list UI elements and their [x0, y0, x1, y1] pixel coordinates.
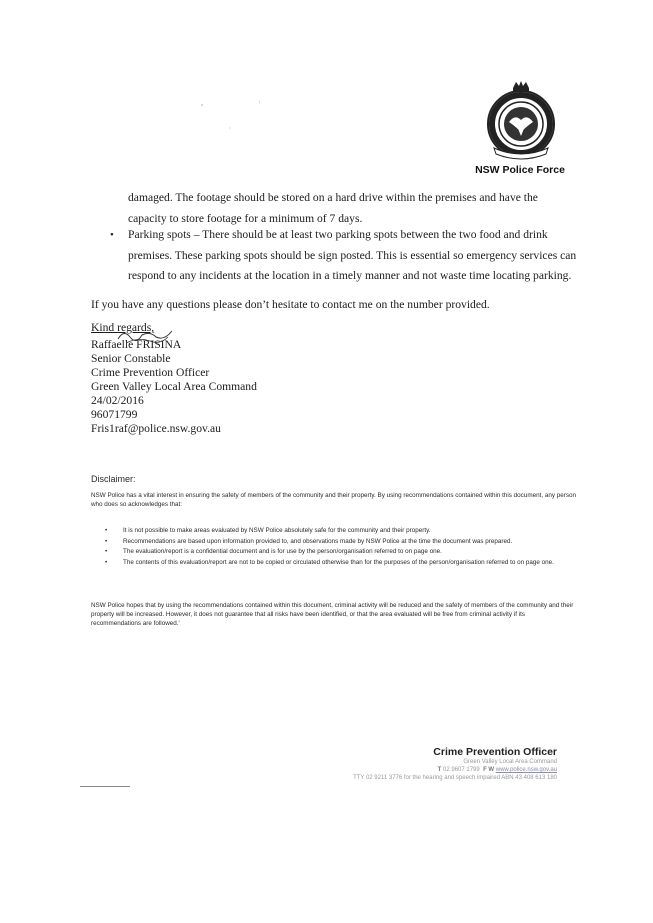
bullet-icon: • [105, 537, 108, 545]
footer-phone-web: T 02 9607 1799 F W www.police.nsw.gov.au [300, 766, 557, 774]
footer-command: Green Valley Local Area Command [463, 759, 557, 765]
phone-label: T [437, 767, 442, 773]
footage-paragraph: damaged. The footage should be stored on… [128, 191, 538, 225]
officer-name: Raffaelle FRISINA [91, 338, 182, 351]
list-item: • The evaluation/report is a confidentia… [105, 548, 575, 557]
disclaimer-item-text: Recommendations are based upon informati… [123, 537, 513, 545]
officer-role: Crime Prevention Officer [91, 366, 210, 379]
officer-phone: 96071799 [91, 408, 138, 421]
disclaimer-intro: NSW Police has a vital interest in ensur… [91, 492, 576, 508]
footer-contact: Crime Prevention Officer Green Valley Lo… [300, 746, 557, 782]
scan-specks [201, 101, 260, 129]
list-item: • Recommendations are based upon informa… [105, 538, 575, 547]
bullet-icon: • [110, 229, 114, 241]
disclaimer-outro: NSW Police hopes that by using the recom… [91, 602, 574, 627]
list-item: • The contents of this evaluation/report… [105, 559, 575, 568]
footer-divider [80, 786, 130, 787]
questions-paragraph: If you have any questions please don’t h… [91, 298, 490, 311]
disclaimer-title: Disclaimer: [91, 474, 136, 484]
disclaimer-item-text: It is not possible to make areas evaluat… [123, 527, 431, 534]
parking-text: Parking spots – There should be at least… [128, 228, 577, 282]
officer-rank: Senior Constable [91, 352, 171, 365]
police-badge-icon [487, 81, 555, 160]
bullet-icon: • [105, 527, 108, 534]
list-item: • It is not possible to make areas evalu… [105, 527, 575, 536]
website-link[interactable]: www.police.nsw.gov.au [495, 767, 557, 773]
handwritten-signature-icon [117, 330, 173, 344]
logo-title: NSW Police Force [475, 164, 565, 176]
disclaimer-item-text: The contents of this evaluation/report a… [123, 558, 554, 566]
phone-value: 02 9607 1799 [443, 767, 480, 773]
nsw-police-logo: NSW Police Force [470, 80, 565, 180]
bullet-icon: • [105, 558, 108, 566]
letter-date: 24/02/2016 [91, 394, 144, 407]
bullet-icon: • [105, 548, 108, 555]
officer-email: Fris1raf@police.nsw.gov.au [91, 422, 221, 435]
signature-block: Kind regards, Raffaelle FRISINA Senior C… [91, 321, 371, 436]
officer-command: Green Valley Local Area Command [91, 380, 257, 393]
footer-tty: TTY 02 9211 3776 for the hearing and spe… [353, 775, 557, 781]
disclaimer-item-text: The evaluation/report is a confidential … [123, 548, 442, 555]
footer-title: Crime Prevention Officer [433, 746, 557, 758]
disclaimer-list: • It is not possible to make areas evalu… [105, 527, 575, 569]
fw-label: F W [483, 767, 495, 773]
closing-line: Kind regards, [91, 321, 155, 334]
